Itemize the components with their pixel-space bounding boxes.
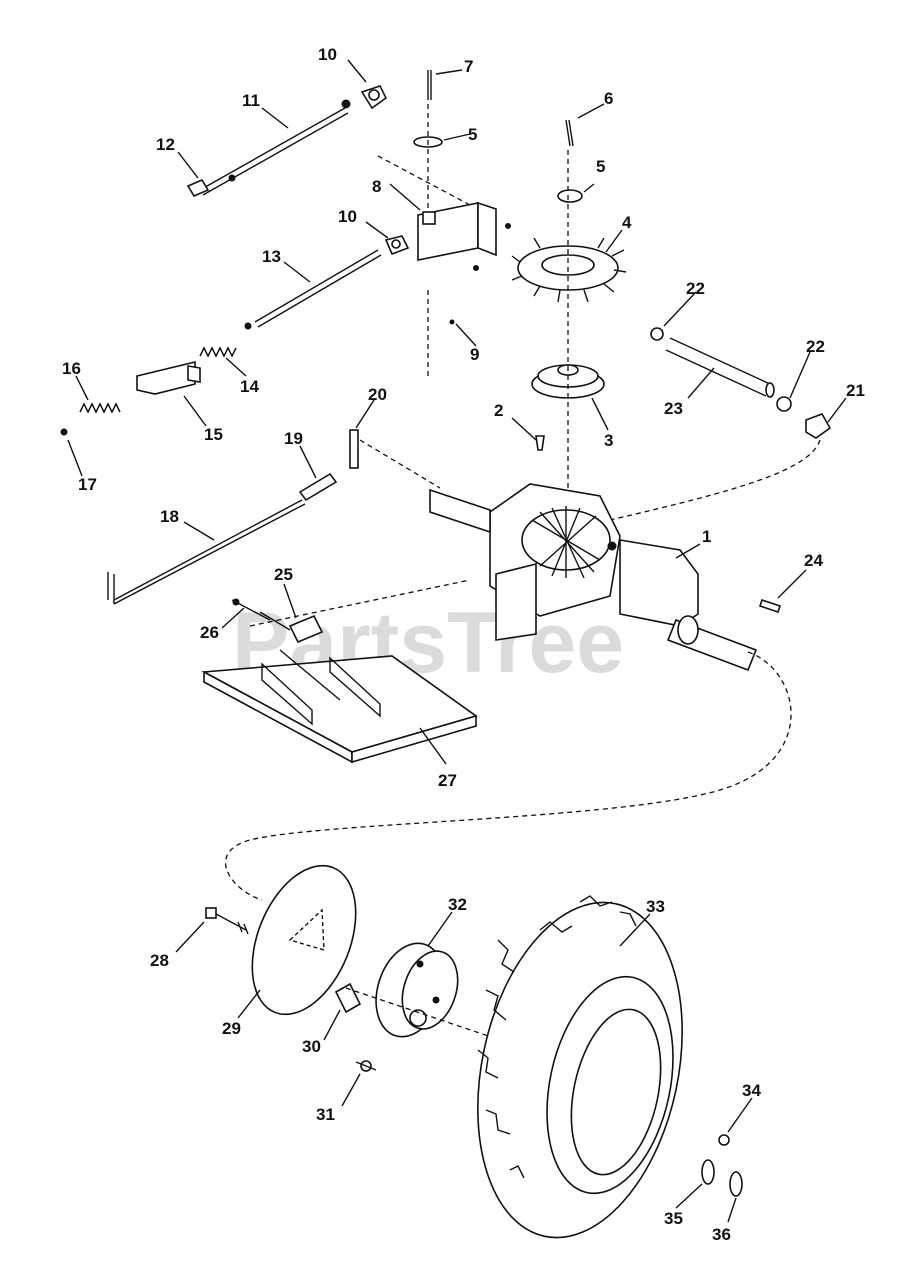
callout-21: 21 — [846, 381, 865, 400]
bracket-15 — [136, 360, 201, 395]
callout-8: 8 — [372, 177, 381, 196]
callout-35: 35 — [664, 1209, 683, 1228]
callout-19: 19 — [284, 429, 303, 448]
bearing-21 — [609, 413, 832, 521]
callout-14: 14 — [240, 377, 259, 396]
callout-28: 28 — [150, 951, 169, 970]
callout-labels: 1 2 3 4 5 5 6 7 8 9 10 10 11 12 13 14 15… — [62, 45, 865, 1244]
cap-36 — [729, 1171, 743, 1197]
callout-17: 17 — [78, 475, 97, 494]
callout-22-right: 22 — [806, 337, 825, 356]
spring-19 — [298, 472, 338, 502]
leader-lines — [67, 59, 847, 1223]
spring-14 — [199, 346, 237, 358]
callout-22-left: 22 — [686, 279, 705, 298]
callout-24: 24 — [804, 551, 823, 570]
callout-36: 36 — [712, 1225, 731, 1244]
washer-35 — [701, 1159, 715, 1185]
bolt-9 — [427, 290, 455, 380]
washer-22-left — [650, 327, 664, 341]
nut-34 — [718, 1134, 730, 1146]
nut-31 — [355, 1060, 377, 1072]
bolt-28 — [205, 907, 249, 935]
spacer-25 — [288, 614, 324, 644]
spacer-30 — [334, 982, 362, 1014]
callout-3: 3 — [604, 431, 613, 450]
spring-16 — [79, 402, 121, 414]
control-rod-13 — [244, 235, 410, 330]
callout-2: 2 — [494, 401, 503, 420]
transaxle-1 — [429, 483, 758, 672]
callout-26: 26 — [200, 623, 219, 642]
nut-17 — [60, 428, 68, 436]
callout-5-lower: 5 — [596, 157, 605, 176]
callout-16: 16 — [62, 359, 81, 378]
link-20 — [349, 429, 441, 489]
washer-5-lower — [557, 189, 583, 203]
callout-25: 25 — [274, 565, 293, 584]
callout-23: 23 — [664, 399, 683, 418]
callout-5-upper: 5 — [468, 125, 477, 144]
washer-22-right — [776, 396, 792, 412]
callout-10-upper: 10 — [318, 45, 337, 64]
callout-7: 7 — [464, 57, 473, 76]
callout-32: 32 — [448, 895, 467, 914]
shaft-23 — [665, 337, 775, 398]
callout-18: 18 — [160, 507, 179, 526]
callout-29: 29 — [222, 1019, 241, 1038]
callout-6: 6 — [604, 89, 613, 108]
callout-9: 9 — [470, 345, 479, 364]
callout-27: 27 — [438, 771, 457, 790]
pin-12 — [186, 174, 236, 198]
callout-12: 12 — [156, 135, 175, 154]
wheel-tire-33 — [477, 895, 683, 1239]
callout-13: 13 — [262, 247, 281, 266]
assembly-guide-line — [225, 651, 792, 901]
brake-disk-29 — [251, 864, 357, 1016]
callout-4: 4 — [622, 213, 632, 232]
control-rod-11 — [199, 85, 388, 196]
shift-rod-18 — [107, 499, 306, 605]
pin-6 — [565, 119, 574, 147]
bolts-26 — [231, 598, 291, 631]
callout-30: 30 — [302, 1037, 321, 1056]
callout-1: 1 — [702, 527, 711, 546]
callout-11: 11 — [242, 91, 260, 110]
pin-7 — [427, 70, 432, 100]
axle-key-24 — [758, 598, 782, 614]
bracket-8 — [377, 155, 511, 271]
callout-33: 33 — [646, 897, 665, 916]
mounting-plate-27 — [201, 649, 478, 764]
callout-15: 15 — [204, 425, 223, 444]
callout-31: 31 — [316, 1105, 335, 1124]
wheel-hub-32 — [375, 942, 459, 1038]
key-2 — [535, 435, 545, 451]
callout-34: 34 — [742, 1081, 761, 1100]
callout-10-lower: 10 — [338, 207, 357, 226]
callout-20: 20 — [368, 385, 387, 404]
